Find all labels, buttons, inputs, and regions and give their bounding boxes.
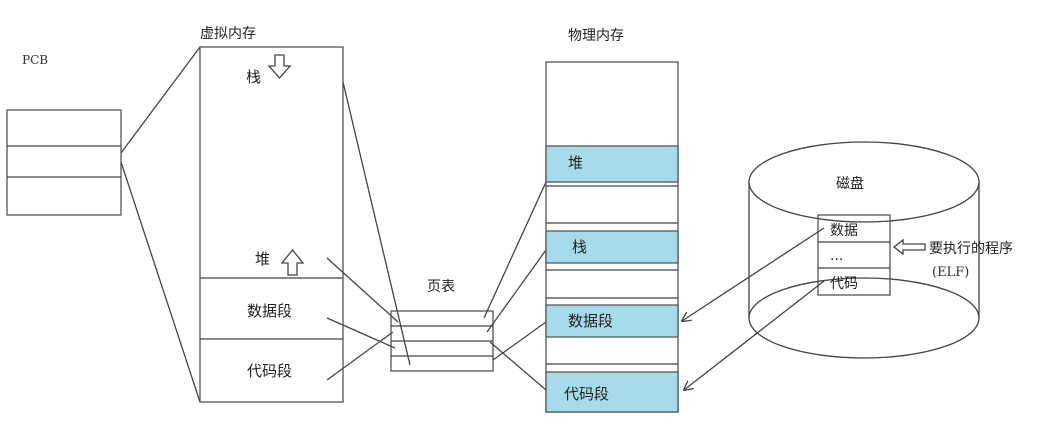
- program-label: 要执行的程序: [929, 241, 1013, 257]
- virtual-heap-label: 堆: [255, 250, 270, 268]
- disk-data-label: 数据: [830, 223, 858, 239]
- elf-format-label: (ELF): [932, 265, 969, 280]
- disk-ellipsis-label: ...: [830, 248, 843, 264]
- physical-heap-label: 堆: [568, 154, 583, 172]
- physical-data-segment-block: [545, 304, 679, 338]
- page-table-title: 页表: [427, 279, 455, 295]
- physical-memory-title: 物理内存: [568, 28, 624, 44]
- disk-title: 磁盘: [836, 175, 864, 192]
- pagetable-to-physical-lines: [483, 181, 547, 391]
- physical-code-segment-block: [545, 371, 679, 413]
- virtual-memory-title: 虚拟内存: [200, 26, 256, 42]
- virtual-code-segment-label: 代码段: [247, 362, 292, 380]
- physical-memory-block: [545, 61, 679, 413]
- pcb-to-virtual-lines: [120, 46, 201, 403]
- disk-to-physical-arrows: [682, 227, 825, 390]
- page-table-block: [390, 310, 494, 372]
- disk-file-block: [817, 214, 891, 296]
- physical-code-segment-label: 代码段: [564, 385, 609, 403]
- virtual-to-pagetable-lines: [326, 81, 411, 381]
- physical-data-segment-label: 数据段: [568, 312, 613, 330]
- virtual-stack-label: 栈: [246, 68, 261, 86]
- physical-stack-label: 栈: [572, 238, 587, 256]
- program-pointer-arrow-icon: [892, 238, 926, 256]
- disk-cylinder: [748, 141, 980, 359]
- virtual-data-segment-label: 数据段: [247, 302, 292, 320]
- stack-grow-down-arrow-icon: [267, 54, 292, 79]
- physical-stack-block: [545, 230, 679, 264]
- pcb-block: [6, 109, 122, 216]
- disk-code-label: 代码: [830, 276, 858, 292]
- virtual-memory-block: [199, 46, 344, 403]
- heap-grow-up-arrow-icon: [280, 248, 305, 276]
- physical-heap-block: [545, 145, 679, 183]
- pcb-label: PCB: [22, 53, 48, 67]
